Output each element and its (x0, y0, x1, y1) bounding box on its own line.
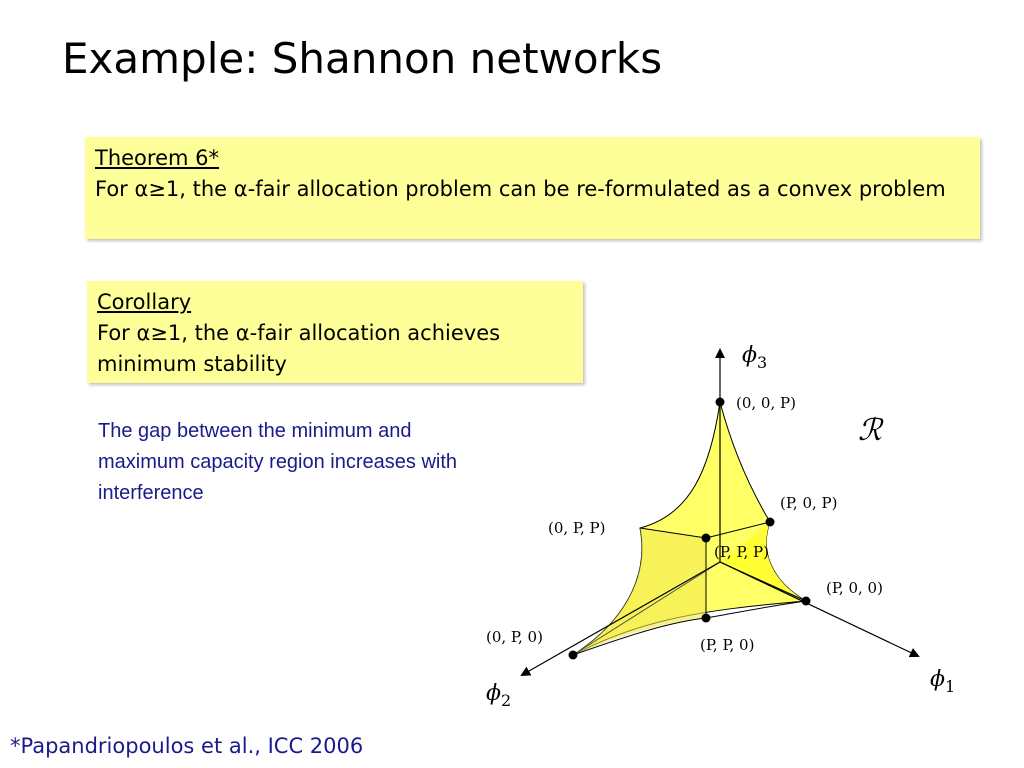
point-label-P00: (P, 0, 0) (826, 579, 883, 597)
axis-label-phi2: ϕ2 (486, 681, 511, 710)
region-points (568, 397, 811, 660)
region-label: ℛ (858, 413, 884, 448)
point-label-PPP: (P, P, P) (714, 543, 769, 561)
theorem-box: Theorem 6* For α≥1, the α-fair allocatio… (85, 137, 980, 239)
theorem-heading: Theorem 6* (95, 146, 219, 170)
gap-note: The gap between the minimum and maximum … (98, 420, 458, 504)
axis-label-phi1: ϕ1 (930, 667, 955, 696)
axis-label-phi3: ϕ3 (742, 343, 767, 372)
point-label-00P: (0, 0, P) (736, 394, 796, 412)
point-label-PP0: (P, P, 0) (700, 636, 754, 654)
region-side-face (573, 528, 706, 655)
page-title: Example: Shannon networks (62, 34, 663, 83)
point-label-P0P: (P, 0, P) (780, 494, 837, 512)
axis-phi2 (520, 561, 721, 676)
capacity-region-diagram: ϕ3 ϕ1 ϕ2 ℛ (0, 0, P) (P, 0, P) (0, P, P)… (486, 343, 955, 710)
corollary-heading: Corollary (97, 290, 192, 314)
corollary-body: For α≥1, the α-fair allocation achieves … (97, 321, 501, 376)
point-label-0PP: (0, P, P) (548, 519, 605, 537)
point-label-0P0: (0, P, 0) (486, 628, 543, 646)
citation-footnote: *Papandriopoulos et al., ICC 2006 (10, 734, 364, 758)
axis-phi1 (719, 561, 920, 658)
region-edges (572, 521, 807, 656)
corollary-box: Corollary For α≥1, the α-fair allocation… (87, 281, 583, 383)
theorem-body: For α≥1, the α-fair allocation problem c… (95, 177, 946, 201)
region-inner-face (720, 522, 806, 601)
